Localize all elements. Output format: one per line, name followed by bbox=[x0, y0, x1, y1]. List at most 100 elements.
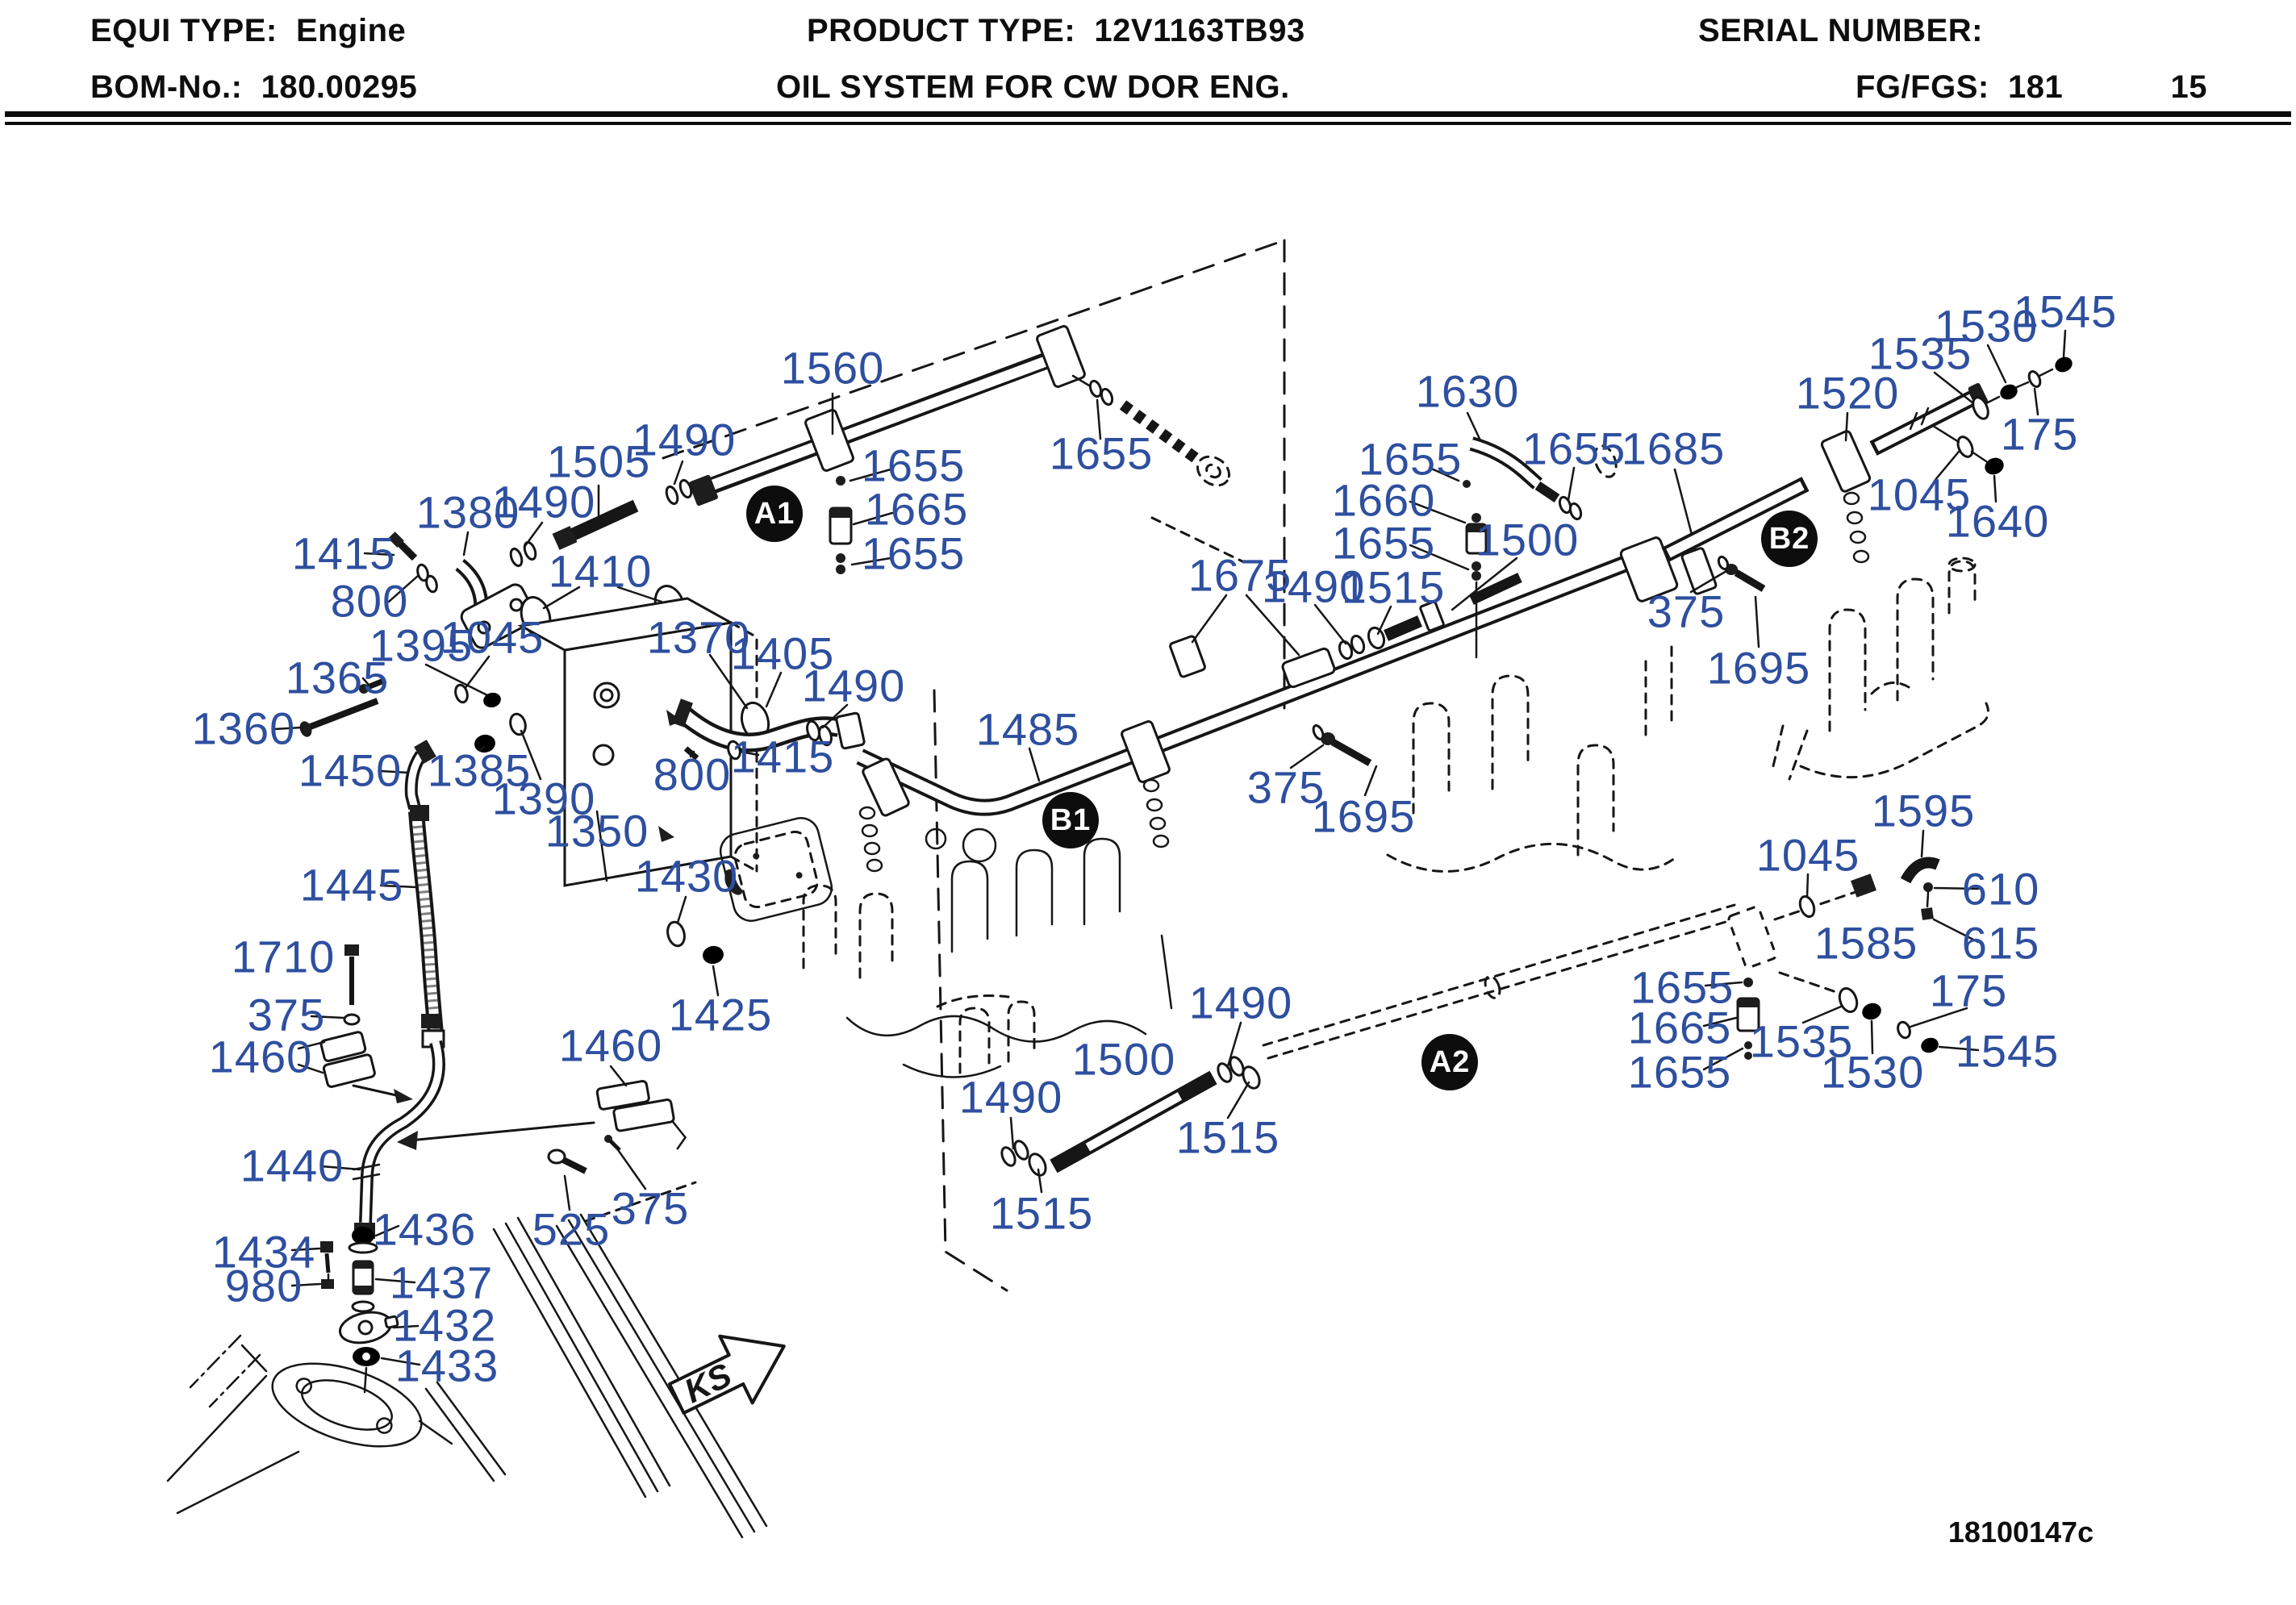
part-label: 375 bbox=[247, 989, 326, 1040]
serial-number-label: SERIAL NUMBER: bbox=[1698, 13, 1983, 48]
part-label: 1695 bbox=[1311, 790, 1416, 842]
part-label: 1430 bbox=[634, 850, 739, 902]
part-label: 175 bbox=[1929, 965, 2008, 1016]
part-label: 615 bbox=[1961, 917, 2040, 969]
part-label: 1436 bbox=[372, 1203, 477, 1255]
part-label: 1640 bbox=[1945, 495, 2050, 547]
part-label: 525 bbox=[532, 1203, 611, 1255]
product-type-value: 12V1163TB93 bbox=[1094, 13, 1305, 48]
fg-value: 181 bbox=[2007, 69, 2064, 105]
part-label: 1655 bbox=[1358, 433, 1463, 485]
clamp-bolt-chains bbox=[858, 778, 1170, 873]
part-label: 1045 bbox=[1755, 829, 1860, 881]
part-label: 1685 bbox=[1621, 423, 1726, 474]
part-label: 1655 bbox=[1331, 517, 1436, 569]
valve-block-1350 bbox=[273, 597, 770, 887]
section-badge-B2: B2 bbox=[1761, 511, 1818, 567]
part-label: 1655 bbox=[1049, 427, 1154, 479]
part-label: 1440 bbox=[240, 1140, 344, 1191]
equi-type-label: EQUI TYPE: bbox=[90, 13, 278, 48]
part-label: 1415 bbox=[291, 527, 396, 579]
part-label: 1505 bbox=[546, 436, 651, 487]
part-label: 1630 bbox=[1415, 365, 1520, 417]
part-label: 1695 bbox=[1706, 642, 1811, 694]
part-label: 1425 bbox=[668, 989, 773, 1040]
hose-pipe-group bbox=[297, 740, 687, 1239]
part-label: 1437 bbox=[389, 1257, 494, 1308]
part-label: 1545 bbox=[2013, 286, 2118, 337]
part-label: 1410 bbox=[548, 545, 653, 597]
part-label: 800 bbox=[330, 575, 409, 627]
part-label: 1490 bbox=[1261, 561, 1366, 612]
part-label: 375 bbox=[611, 1182, 690, 1234]
part-label: 1490 bbox=[1188, 977, 1293, 1028]
part-label: 800 bbox=[653, 748, 732, 800]
engine-mount-sketch bbox=[166, 1334, 453, 1515]
part-label: 1655 bbox=[1522, 423, 1626, 474]
part-label: 1445 bbox=[299, 859, 404, 911]
part-label: 1675 bbox=[1188, 549, 1292, 601]
part-label: 1515 bbox=[1341, 561, 1446, 613]
part-label: 1434 bbox=[211, 1226, 316, 1278]
part-label: 1380 bbox=[415, 486, 520, 538]
part-label: 1655 bbox=[1627, 1046, 1732, 1098]
a2-pipe-assembly bbox=[1000, 829, 1980, 1194]
part-label: 610 bbox=[1961, 863, 2040, 915]
part-label: 1490 bbox=[801, 660, 906, 711]
part-label: 1665 bbox=[1627, 1002, 1732, 1053]
part-label: 1365 bbox=[285, 652, 390, 703]
a1-pipe-assembly bbox=[509, 325, 1230, 574]
header-rule-thin bbox=[5, 122, 2291, 125]
part-label: 375 bbox=[1246, 761, 1325, 813]
part-label: 1585 bbox=[1814, 917, 1918, 969]
part-label: 1390 bbox=[491, 773, 596, 824]
part-label: 1490 bbox=[958, 1071, 1063, 1123]
part-label: 1432 bbox=[392, 1299, 497, 1351]
cover-plate-group bbox=[666, 817, 833, 997]
part-label: 1360 bbox=[191, 702, 296, 754]
part-label: 1655 bbox=[1630, 961, 1735, 1013]
section-badge-A2: A2 bbox=[1421, 1034, 1478, 1090]
equi-type-value: Engine bbox=[295, 13, 407, 48]
part-label: 1500 bbox=[1071, 1033, 1176, 1085]
part-label: 1545 bbox=[1955, 1025, 2060, 1077]
part-label: 1405 bbox=[730, 627, 835, 679]
part-label: 1655 bbox=[861, 440, 966, 491]
part-label: 1450 bbox=[298, 744, 403, 796]
frame-beams bbox=[424, 1213, 768, 1539]
engine-silhouette-center-right bbox=[1386, 645, 1676, 873]
part-label: 175 bbox=[2000, 408, 2079, 460]
section-badge-B1: B1 bbox=[1042, 792, 1099, 848]
part-label: 1490 bbox=[632, 414, 737, 465]
part-label: 1530 bbox=[1820, 1046, 1925, 1098]
part-label: 1530 bbox=[1934, 300, 2039, 352]
b2-pipe-assembly bbox=[1409, 329, 2073, 659]
part-label: 1490 bbox=[491, 476, 596, 527]
bom-no: BOM-No.: 180.00295 bbox=[90, 69, 417, 106]
engine-silhouette-a2 bbox=[936, 994, 1036, 1074]
part-label: 1560 bbox=[780, 342, 885, 394]
part-label: 1660 bbox=[1331, 474, 1436, 526]
part-label: 1433 bbox=[394, 1340, 499, 1391]
b1-pipe-assembly bbox=[672, 550, 1643, 873]
part-label: 1385 bbox=[427, 744, 532, 796]
part-label: 1045 bbox=[1867, 469, 1972, 520]
part-label: 1710 bbox=[231, 931, 336, 982]
engine-silhouette-center bbox=[802, 828, 1173, 1078]
page-title: OIL SYSTEM FOR CW DOR ENG. bbox=[776, 69, 1290, 105]
part-label: 1535 bbox=[1868, 327, 1972, 379]
bracket-1380-group bbox=[363, 531, 686, 649]
part-label: 1460 bbox=[558, 1019, 663, 1071]
part-label: 1485 bbox=[975, 703, 1080, 755]
sheet-number: 15 bbox=[2170, 69, 2207, 105]
part-label: 1655 bbox=[861, 527, 966, 579]
product-type-label: PRODUCT TYPE: bbox=[807, 13, 1076, 48]
drain-fitting-stack bbox=[166, 1213, 768, 1539]
fg-fgs: FG/FGS: 181 15 bbox=[1856, 69, 2207, 106]
part-label: 375 bbox=[1647, 586, 1726, 637]
engine-silhouette-right bbox=[1770, 557, 1989, 781]
part-label: 1535 bbox=[1749, 1015, 1854, 1067]
